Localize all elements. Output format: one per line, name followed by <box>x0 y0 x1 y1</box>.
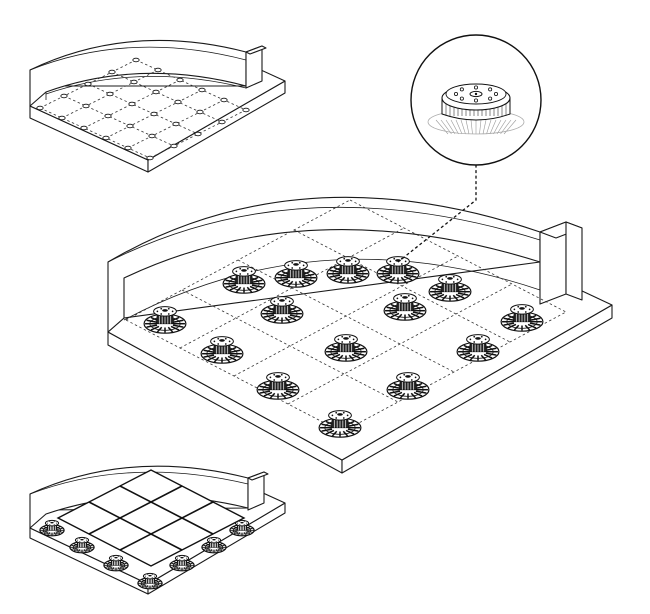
grid-node <box>126 123 134 129</box>
pedestal <box>428 274 472 302</box>
grid-node <box>146 155 154 161</box>
tile-joint <box>88 501 183 551</box>
pedestal <box>383 293 427 321</box>
pedestal <box>500 304 544 332</box>
grid-line <box>181 289 399 403</box>
pedestal <box>318 410 362 438</box>
grid-node <box>196 109 204 115</box>
pedestal <box>200 336 244 364</box>
pedestal-group <box>143 256 544 438</box>
pedestal <box>260 296 304 324</box>
grid-line <box>341 311 567 433</box>
pedestal <box>326 256 370 284</box>
grid-node <box>132 57 140 63</box>
pedestal <box>229 519 255 537</box>
pedestal <box>456 334 500 362</box>
grid-line <box>63 95 175 147</box>
callout-leader-line <box>397 160 477 263</box>
grid-node <box>106 91 114 97</box>
grid-node <box>124 145 132 151</box>
grid-node <box>80 125 88 131</box>
grid-line <box>287 283 513 405</box>
pedestal-detail-illustration <box>427 83 525 135</box>
pedestal <box>386 372 430 400</box>
grid-node <box>102 135 110 141</box>
grid-line <box>39 107 151 159</box>
grid-line <box>179 227 405 349</box>
grid-node <box>170 143 178 149</box>
grid-node <box>150 111 158 117</box>
pedestal <box>169 554 195 572</box>
pedestal <box>103 554 129 572</box>
grid-node <box>176 77 184 83</box>
grid-node-markers <box>36 57 250 161</box>
grid-node <box>58 115 66 121</box>
grid-node <box>194 131 202 137</box>
grid-node <box>108 69 116 75</box>
pedestal-detail-callout <box>397 34 542 263</box>
grid-node <box>152 89 160 95</box>
grid-node <box>242 107 250 113</box>
grid-node <box>198 87 206 93</box>
pedestal <box>69 536 95 554</box>
grid-line <box>87 83 199 135</box>
grid-line <box>135 59 247 111</box>
grid-node <box>174 99 182 105</box>
grid-layout-view <box>29 39 286 173</box>
pedestal <box>143 306 187 334</box>
grid-node <box>172 121 180 127</box>
tile-grid <box>56 469 246 567</box>
grid-node <box>82 103 90 109</box>
grid-node <box>60 93 68 99</box>
grid-node <box>220 97 228 103</box>
pedestal <box>274 260 318 288</box>
pedestal <box>376 256 420 284</box>
pedestal <box>39 519 65 537</box>
grid-node <box>36 105 44 111</box>
tile-joint <box>119 485 214 535</box>
grid-node <box>148 133 156 139</box>
grid-lines <box>125 199 567 433</box>
grid-line <box>111 71 223 123</box>
pedestal <box>137 572 163 590</box>
grid-node <box>154 67 162 73</box>
grid-node <box>104 113 112 119</box>
grid-node <box>84 81 92 87</box>
pedestal <box>201 536 227 554</box>
grid-line <box>233 255 459 377</box>
grid-line <box>349 199 567 313</box>
pedestal-group <box>39 519 255 590</box>
grid-node <box>130 79 138 85</box>
pedestal <box>324 334 368 362</box>
grid-node <box>218 119 226 125</box>
pedestal <box>256 372 300 400</box>
tile-installation-view <box>29 465 286 595</box>
tile-joint <box>119 501 214 551</box>
pedestal-layout-view <box>107 196 613 474</box>
tile-joint <box>88 485 183 535</box>
grid-node <box>128 101 136 107</box>
grid-lines <box>39 59 247 159</box>
pedestal <box>222 266 266 294</box>
grid-line <box>125 199 351 321</box>
